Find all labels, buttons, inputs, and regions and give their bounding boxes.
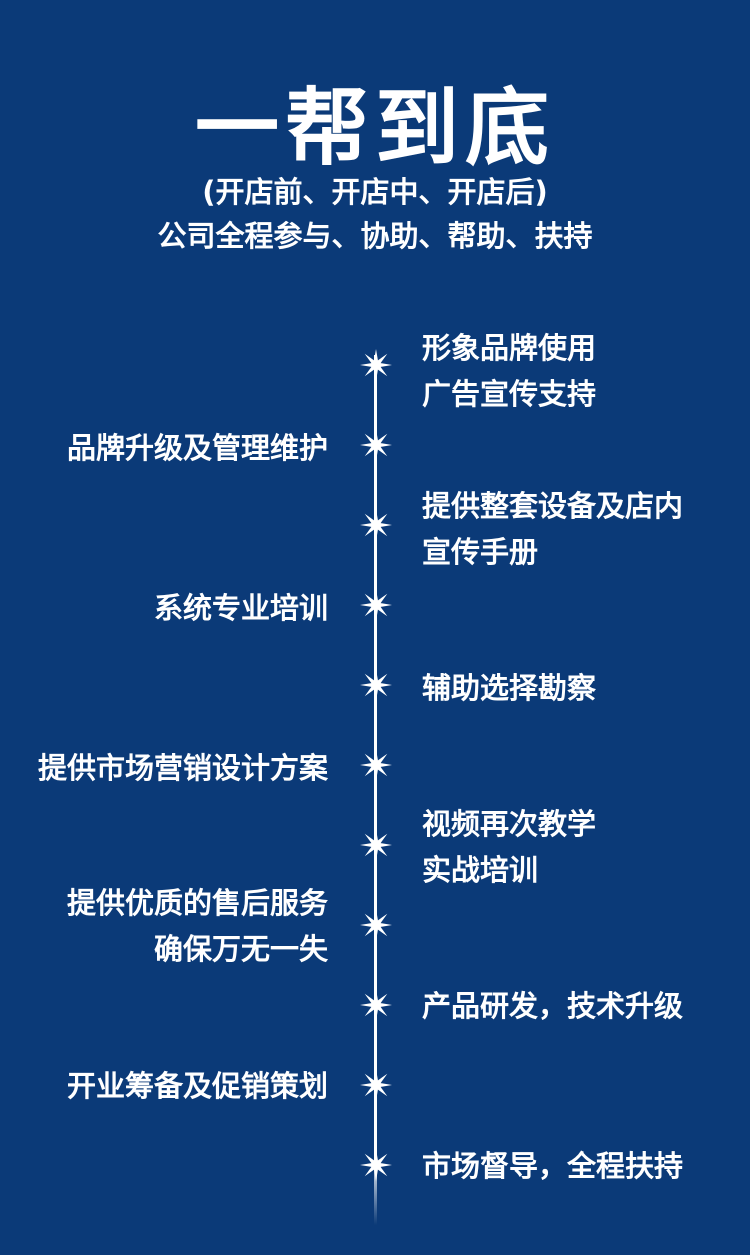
timeline-item-line: 辅助选择勘察 <box>422 671 597 705</box>
timeline-item-line: 市场督导，全程扶持 <box>422 1149 684 1183</box>
timeline-axis <box>374 355 377 1225</box>
timeline-item: 形象品牌使用 广告宣传支持 <box>422 325 596 417</box>
timeline-item-line: 开业筹备及促销策划 <box>66 1069 328 1103</box>
timeline-item: 辅助选择勘察 <box>422 665 596 711</box>
timeline-item: 市场督导，全程扶持 <box>422 1143 683 1189</box>
sparkle-star-icon <box>359 668 393 702</box>
timeline-item-line: 宣传手册 <box>422 535 539 569</box>
sparkle-star-icon <box>359 348 393 382</box>
sparkle-star-icon <box>359 988 393 1022</box>
timeline-item-line: 提供市场营销设计方案 <box>37 751 328 785</box>
sparkle-star-icon <box>359 828 393 862</box>
subtitle-support: 公司全程参与、协助、帮助、扶持 <box>157 219 593 253</box>
sparkle-star-icon <box>359 1148 393 1182</box>
timeline-item-line: 确保万无一失 <box>153 932 328 966</box>
sparkle-star-icon <box>359 1068 393 1102</box>
sparkle-star-icon <box>359 748 393 782</box>
timeline-item-line: 提供优质的售后服务 <box>66 886 328 920</box>
timeline-item-line: 视频再次教学 <box>422 807 597 841</box>
page-title: 一帮到底 <box>194 79 555 177</box>
timeline-item-line: 品牌升级及管理维护 <box>66 431 328 465</box>
timeline-item-line: 形象品牌使用 <box>422 331 597 365</box>
timeline-item: 品牌升级及管理维护 <box>67 425 328 471</box>
sparkle-star-icon <box>359 428 393 462</box>
timeline-item: 系统专业培训 <box>154 585 328 631</box>
timeline-item-line: 产品研发，技术升级 <box>422 989 684 1023</box>
timeline-item: 提供市场营销设计方案 <box>38 745 328 791</box>
timeline-item: 视频再次教学 实战培训 <box>422 801 596 893</box>
sparkle-star-icon <box>359 588 393 622</box>
timeline-item-line: 实战培训 <box>422 853 539 887</box>
subtitle-phases: (开店前、开店中、开店后) <box>202 175 548 209</box>
timeline-item: 产品研发，技术升级 <box>422 983 683 1029</box>
timeline-item: 提供整套设备及店内 宣传手册 <box>422 483 683 575</box>
sparkle-star-icon <box>359 508 393 542</box>
timeline-item: 开业筹备及促销策划 <box>67 1063 328 1109</box>
timeline-item: 提供优质的售后服务 确保万无一失 <box>67 880 328 972</box>
sparkle-star-icon <box>359 908 393 942</box>
timeline-item-line: 提供整套设备及店内 <box>422 489 684 523</box>
timeline-item-line: 系统专业培训 <box>153 591 328 625</box>
timeline-item-line: 广告宣传支持 <box>422 377 597 411</box>
